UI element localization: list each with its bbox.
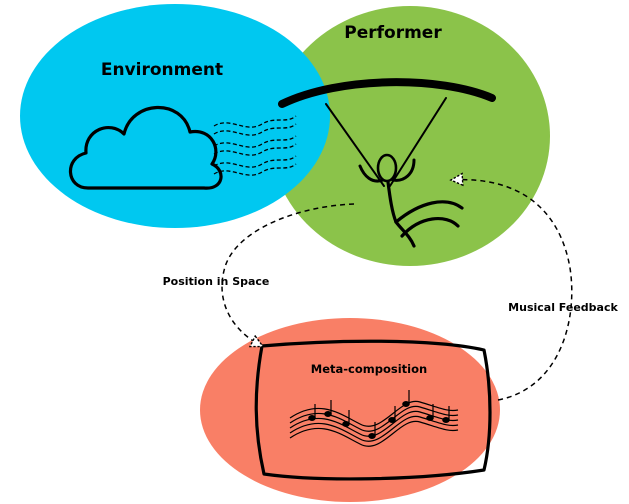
musical-feedback-arrow (452, 180, 573, 401)
aerial-performer-icon (278, 78, 496, 248)
music-notes (308, 390, 450, 440)
wind-icon (213, 115, 297, 176)
meta-composition-frame (254, 339, 492, 481)
performer-label: Performer (344, 23, 442, 43)
meta-composition-blob (200, 318, 500, 502)
environment-label: Environment (101, 60, 223, 80)
position-in-space-arrow (221, 203, 355, 346)
environment-blob (20, 4, 330, 228)
musical-feedback-label: Musical Feedback (508, 301, 618, 314)
position-in-space-label: Position in Space (163, 275, 270, 288)
meta-composition-label: Meta-composition (311, 362, 427, 376)
performer-blob (270, 6, 550, 266)
